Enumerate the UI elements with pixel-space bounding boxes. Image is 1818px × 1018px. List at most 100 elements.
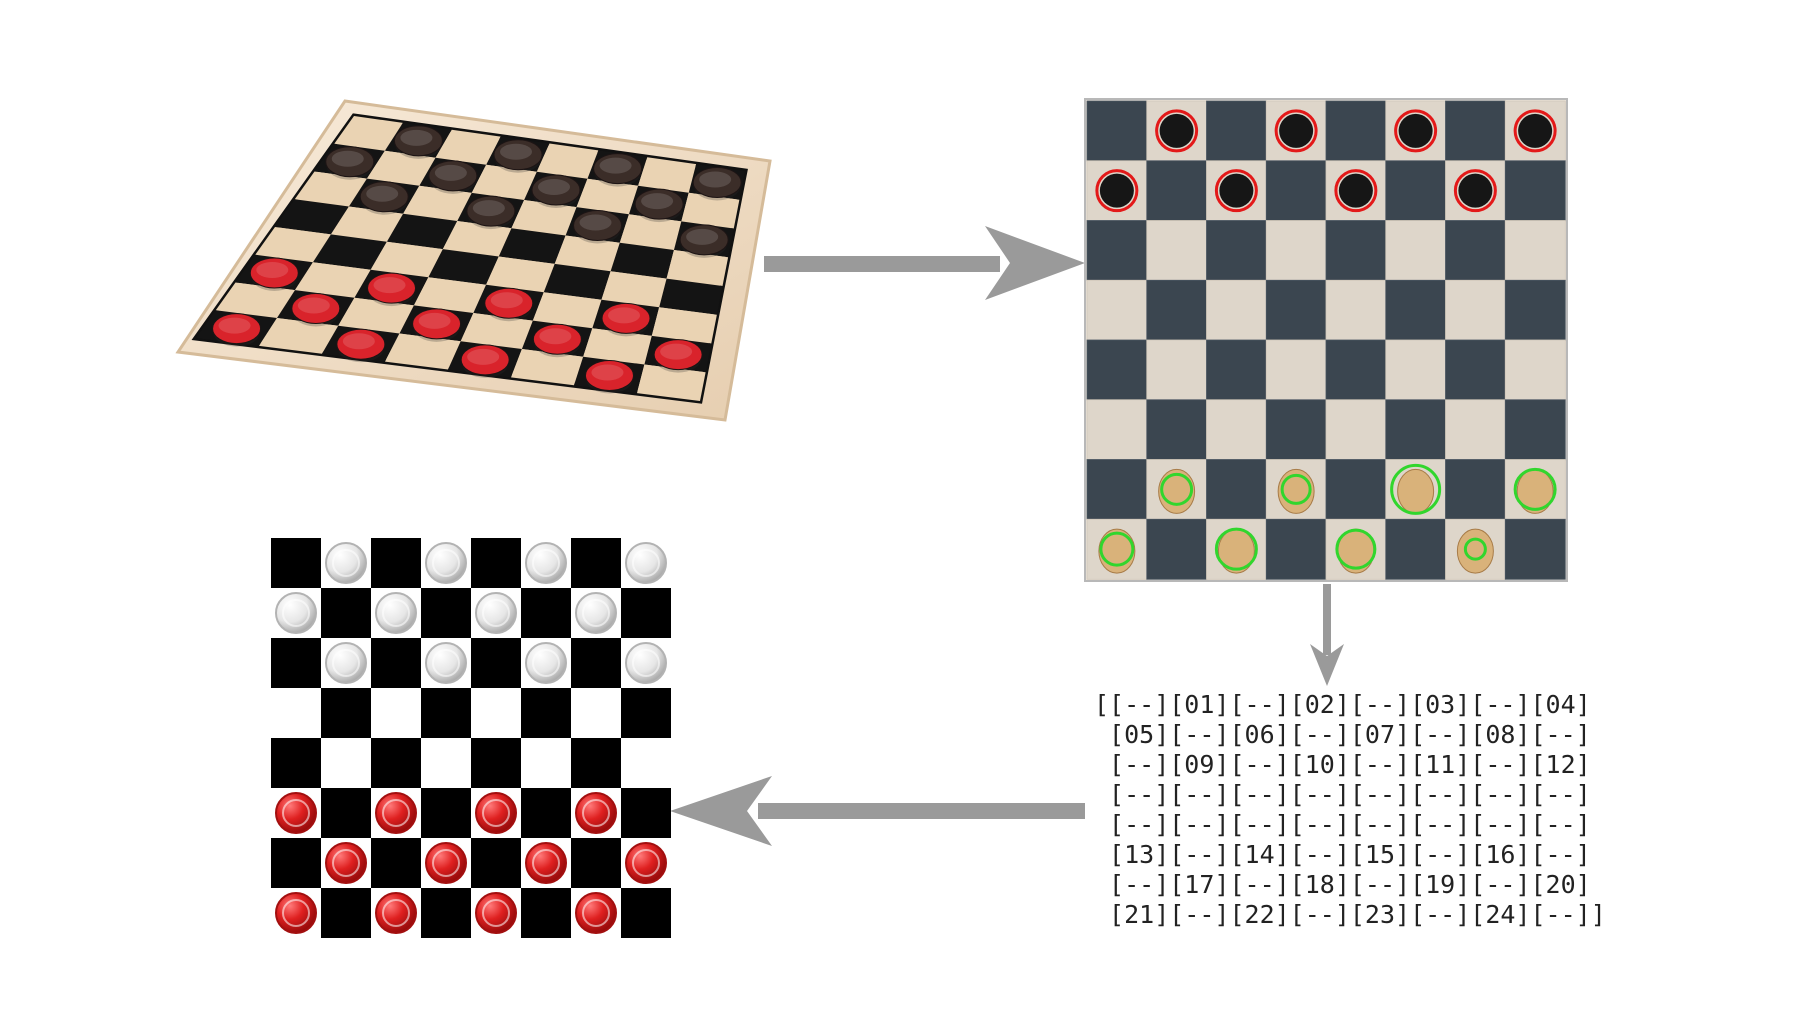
photo-dark-piece	[493, 139, 543, 171]
rendered-red-piece	[475, 792, 517, 834]
photo-red-piece	[212, 313, 262, 345]
rendered-white-piece-inner-ring	[632, 549, 660, 577]
matrix-line-3: [--][09][--][10][--][11][--][12]	[1094, 750, 1591, 779]
photo-square	[312, 234, 387, 270]
rendered-square	[321, 738, 371, 788]
photo-square	[637, 364, 706, 401]
detection-square	[1265, 220, 1327, 281]
rendered-red-piece-inner-ring	[632, 849, 660, 877]
detection-square	[1504, 279, 1566, 341]
photo-dark-piece	[593, 153, 643, 185]
detection-square	[1385, 518, 1447, 580]
photo-dark-piece-highlight	[599, 157, 632, 174]
photo-red-piece	[532, 323, 582, 355]
detection-square	[1504, 220, 1566, 281]
photo-red-piece-highlight	[256, 261, 289, 278]
rendered-square	[521, 588, 571, 638]
photo-square	[486, 256, 555, 293]
detection-ring-red	[1095, 169, 1139, 213]
rendered-square	[471, 738, 521, 788]
detection-square	[1206, 100, 1267, 162]
rendered-square	[571, 638, 621, 688]
photo-dark-piece-highlight	[699, 171, 732, 188]
detection-square	[1265, 279, 1327, 341]
detected-light-piece	[1397, 468, 1435, 514]
photo-square	[442, 221, 512, 257]
photo-red-piece-highlight	[418, 312, 451, 329]
detection-ring-red	[1513, 109, 1557, 153]
detected-dark-piece	[1279, 113, 1314, 148]
photo-square	[610, 242, 674, 279]
rendered-red-piece	[275, 892, 317, 934]
rendered-red-piece	[375, 792, 417, 834]
detection-square	[1325, 399, 1387, 461]
rendered-white-piece-inner-ring	[632, 649, 660, 677]
rendered-red-piece-inner-ring	[382, 799, 410, 827]
rendered-white-piece	[325, 642, 367, 684]
rendered-square	[371, 738, 421, 788]
photo-red-piece	[412, 308, 462, 340]
detected-dark-piece	[1458, 173, 1493, 208]
photo-square	[601, 271, 667, 308]
photo-red-piece-highlight	[591, 364, 624, 381]
photo-square	[619, 214, 682, 250]
rendered-square	[271, 688, 321, 738]
rendered-red-piece-inner-ring	[382, 899, 410, 927]
detection-square	[1086, 100, 1148, 162]
photo-red-piece-highlight	[539, 328, 572, 345]
photo-dark-piece-highlight	[366, 185, 399, 202]
photo-dark-piece-highlight	[641, 193, 674, 210]
rendered-square	[521, 688, 571, 738]
rendered-square	[421, 788, 471, 838]
rendered-square	[621, 738, 671, 788]
photo-dark-piece-highlight	[500, 143, 533, 160]
photo-red-piece	[367, 272, 417, 304]
photo-square	[370, 241, 443, 278]
photo-square	[255, 227, 331, 263]
photo-square	[532, 292, 602, 329]
detection-square	[1385, 399, 1447, 461]
detection-ring-green	[1214, 527, 1258, 571]
photo-square	[403, 185, 472, 221]
detection-square	[1086, 339, 1148, 401]
detection-square	[1146, 399, 1208, 461]
photo-red-piece	[484, 287, 534, 319]
detection-square	[1445, 279, 1506, 341]
detection-ring-green	[1099, 531, 1135, 567]
rendered-red-piece	[375, 892, 417, 934]
detection-ring-green	[1280, 473, 1312, 505]
detection-square	[1325, 220, 1387, 281]
photo-square	[471, 164, 537, 200]
rendered-white-piece	[575, 592, 617, 634]
photo-red-piece-highlight	[342, 333, 375, 350]
down-arrow	[1310, 584, 1344, 686]
rendered-white-piece	[425, 642, 467, 684]
detection-ring-red	[1453, 169, 1497, 213]
rendered-white-piece	[375, 592, 417, 634]
rendered-red-piece	[525, 842, 567, 884]
detection-square	[1206, 220, 1267, 281]
rendered-white-piece-inner-ring	[382, 599, 410, 627]
rendered-red-piece-inner-ring	[582, 899, 610, 927]
photo-red-piece-highlight	[467, 348, 500, 365]
rendered-square	[621, 888, 671, 938]
matrix-line-7: [--][17][--][18][--][19][--][20]	[1094, 870, 1591, 899]
photo-square	[583, 328, 652, 365]
photo-square	[334, 116, 403, 151]
photo-square	[435, 129, 501, 165]
photo-square	[386, 213, 458, 250]
detection-square	[1445, 339, 1506, 401]
photo-dark-piece-highlight	[686, 228, 719, 245]
rendered-white-piece	[625, 642, 667, 684]
photo-red-piece	[291, 292, 341, 324]
detected-dark-piece	[1219, 173, 1254, 208]
photo-dark-piece-highlight	[434, 164, 467, 181]
detection-square	[1146, 518, 1208, 580]
rendered-square	[471, 638, 521, 688]
rendered-white-piece-inner-ring	[432, 549, 460, 577]
rendered-square	[271, 538, 321, 588]
photo-red-piece-highlight	[297, 297, 330, 314]
rendered-white-piece	[525, 542, 567, 584]
photo-square	[576, 178, 639, 215]
photo-square	[681, 192, 740, 229]
